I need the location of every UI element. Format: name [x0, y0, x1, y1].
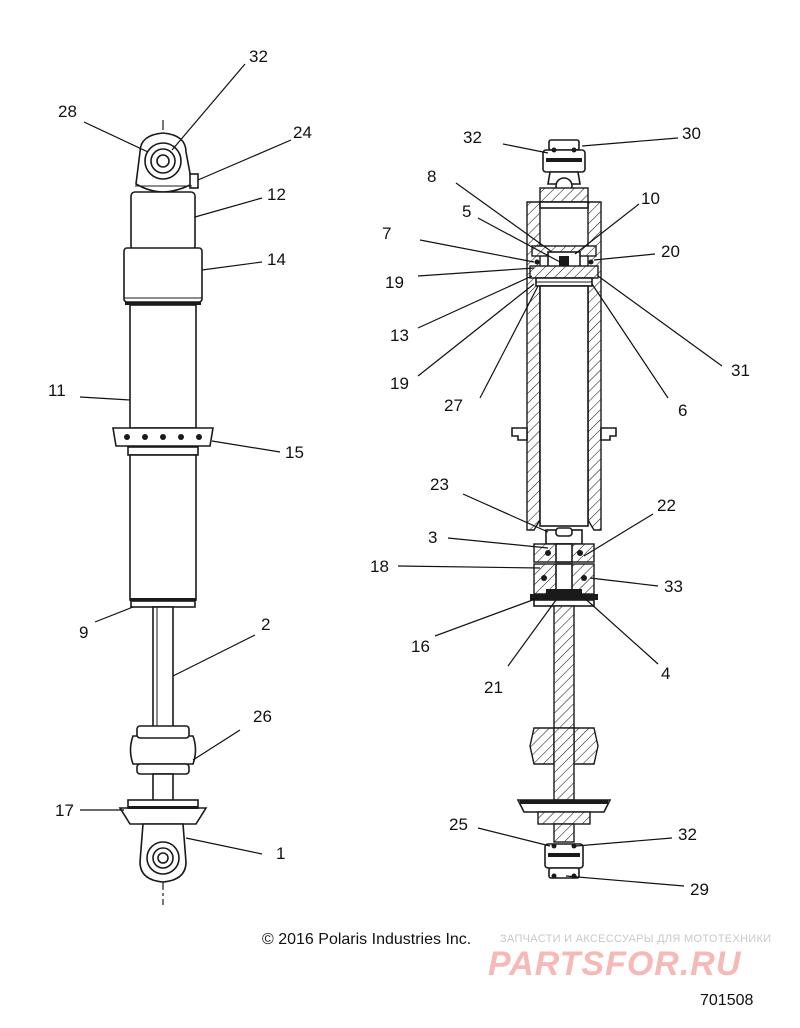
callout-label: 27: [444, 396, 463, 415]
callout-label: 32: [678, 825, 697, 844]
callout-label: 21: [484, 678, 503, 697]
watermark-tagline: ЗАПЧАСТИ И АКСЕССУАРЫ ДЛЯ МОТОТЕХНИКИ: [500, 933, 772, 945]
drawing-number: 701508: [700, 992, 754, 1009]
callout-label: 29: [690, 880, 709, 899]
callout-label: 26: [253, 707, 272, 726]
copyright-text: © 2016 Polaris Industries Inc.: [262, 931, 472, 948]
callout-label: 20: [661, 242, 680, 261]
callout-label: 23: [430, 475, 449, 494]
callout-label: 6: [678, 401, 687, 420]
callout-label: 16: [411, 637, 430, 656]
callout-label: 2: [261, 615, 270, 634]
callout-label: 11: [48, 381, 66, 400]
callout-label: 32: [249, 47, 268, 66]
leader-lines: [79, 63, 723, 887]
callout-label: 14: [267, 250, 286, 269]
callout-label: 22: [657, 496, 676, 515]
callout-label: 19: [390, 374, 409, 393]
section-view-drawing: [511, 139, 617, 879]
callout-label: 28: [58, 102, 77, 121]
callout-label: 9: [79, 623, 88, 642]
callout-label: 4: [661, 664, 670, 683]
callout-label: 7: [382, 224, 391, 243]
right-callouts: 32 30 8 10 5 7 20 19 13 19 31 27 6 23 22…: [370, 124, 750, 899]
callout-label: 1: [276, 844, 285, 863]
left-callouts: 32 28 24 12 14 11 15 9 2 26 17 1: [48, 47, 312, 863]
callout-label: 32: [463, 128, 482, 147]
callout-label: 24: [293, 123, 312, 142]
callout-label: 17: [55, 801, 74, 820]
watermark-logo: PARTSFOR.RU: [488, 945, 742, 983]
callout-label: 3: [428, 528, 437, 547]
assembled-shock-drawing: [112, 120, 214, 905]
callout-label: 31: [731, 361, 750, 380]
callout-label: 10: [641, 189, 660, 208]
callout-label: 5: [462, 202, 471, 221]
callout-label: 25: [449, 815, 468, 834]
callout-label: 13: [390, 326, 409, 345]
callout-label: 18: [370, 557, 389, 576]
callout-label: 30: [682, 124, 701, 143]
callout-label: 15: [285, 443, 304, 462]
callout-label: 19: [385, 273, 404, 292]
callout-label: 8: [427, 167, 436, 186]
callout-label: 33: [664, 577, 683, 596]
callout-label: 12: [267, 185, 286, 204]
